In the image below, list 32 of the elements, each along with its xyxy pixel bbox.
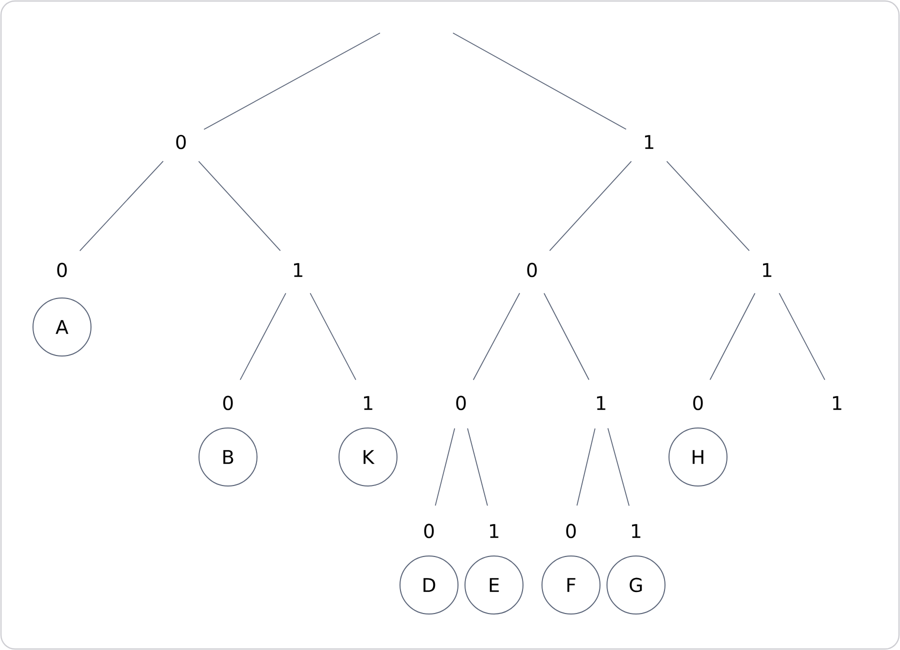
tree-line <box>310 292 356 380</box>
bit-label: 0 <box>57 262 67 278</box>
tree-line <box>434 428 456 506</box>
tree-line <box>607 428 630 506</box>
tree-line <box>778 292 826 380</box>
tree-line <box>544 292 590 380</box>
bit-label: 0 <box>693 396 703 410</box>
bit-label: 0 <box>527 262 537 278</box>
bit-label: 1 <box>364 396 372 410</box>
bit-label: 1 <box>490 524 498 538</box>
bit-label: 1 <box>632 524 640 538</box>
tree-line <box>198 160 281 252</box>
tree-line <box>240 292 286 380</box>
tree-line <box>452 32 627 130</box>
bit-label: 0 <box>176 134 186 150</box>
bit-label: 1 <box>597 396 606 410</box>
tree-line <box>472 292 520 380</box>
tree-line <box>710 292 756 380</box>
bit-label: 1 <box>294 263 302 277</box>
bit-label: 0 <box>223 396 233 410</box>
tree-line <box>204 32 380 130</box>
tree-line <box>549 160 632 252</box>
tree-line <box>79 160 164 252</box>
tree-line <box>666 160 750 252</box>
bit-label: 1 <box>833 396 842 410</box>
bit-label: 0 <box>566 524 576 538</box>
tree-line <box>576 428 596 506</box>
bit-label: 1 <box>645 135 654 149</box>
bit-label: 0 <box>456 396 466 410</box>
bit-label: 0 <box>424 524 434 538</box>
tree-line <box>467 428 488 506</box>
bit-label: 1 <box>763 263 772 277</box>
